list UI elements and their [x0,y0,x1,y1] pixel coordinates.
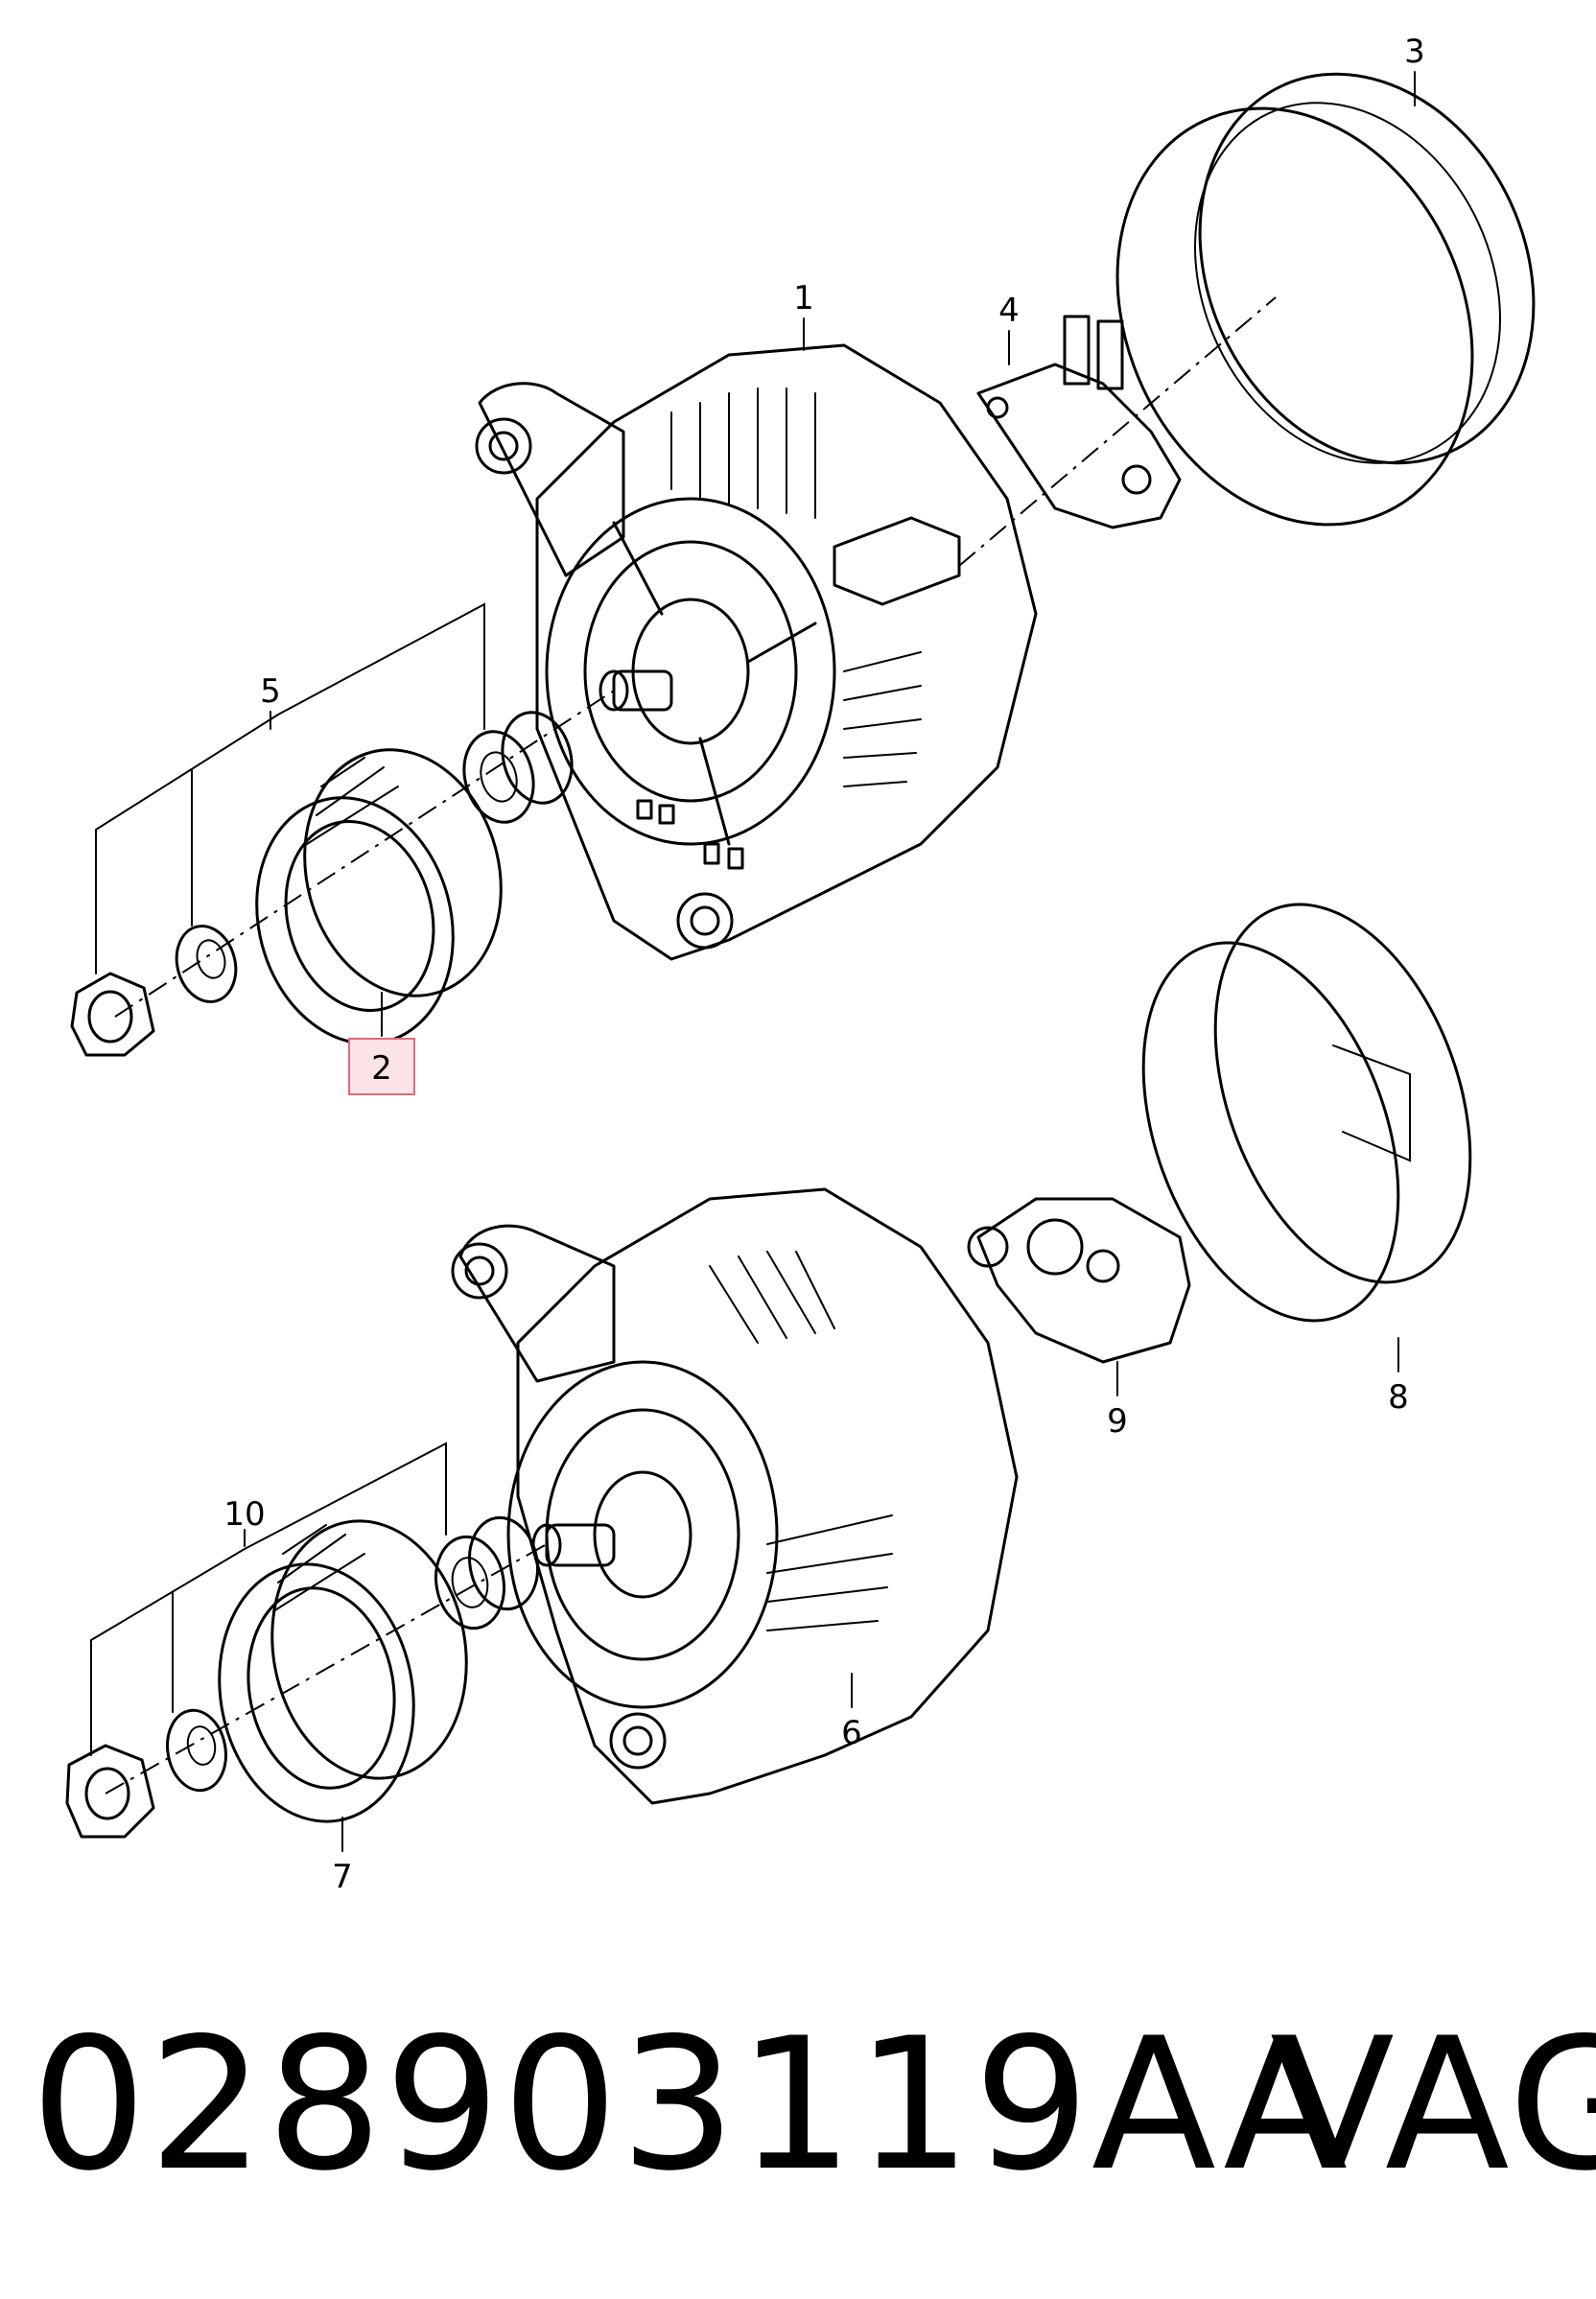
pulley-bottom [218,1519,468,1823]
callout-9: 9 [1107,1361,1128,1441]
alternator-top [475,343,1038,961]
svg-text:10: 10 [223,1495,265,1534]
voltage-regulator-bottom [967,1197,1191,1364]
callout-10: 10 [223,1495,266,1547]
group-bracket-5 [95,602,485,974]
spacer-sleeve-bottom [434,1515,539,1630]
callout-5: 5 [260,672,281,730]
axis-line-top [114,690,615,1018]
voltage-regulator-top [976,315,1182,529]
callout-6: 6 [841,1673,862,1752]
axis-line-top-rear [958,296,1277,567]
nut-top [70,972,155,1057]
group-bracket-10 [90,1442,447,1756]
brand-name: VAG [1270,1999,1596,2211]
axis-line-bottom [105,1543,548,1795]
svg-text:9: 9 [1107,1402,1128,1441]
rear-cover-top [1115,72,1536,527]
pulley-top [255,748,503,1045]
callout-3: 3 [1404,33,1425,106]
svg-text:6: 6 [841,1714,862,1752]
washer-bottom [166,1708,227,1793]
callout-8: 8 [1388,1337,1409,1417]
part-number: 028903119AA [31,1999,1350,2211]
washer-top [175,925,238,1003]
svg-text:2: 2 [371,1049,392,1088]
svg-text:1: 1 [793,279,814,317]
callout-1: 1 [793,279,814,351]
spacer-sleeve-top [462,711,574,824]
svg-text:8: 8 [1388,1378,1409,1417]
svg-text:4: 4 [998,292,1020,330]
rear-cover-bottom [1141,903,1472,1323]
callout-4: 4 [998,292,1020,365]
nut-bottom [65,1744,155,1839]
svg-text:5: 5 [260,672,281,711]
alternator-bottom [451,1187,1019,1805]
svg-text:7: 7 [332,1858,353,1896]
callout-7: 7 [332,1817,353,1896]
part-number-footer: 028903119AA VAG [31,1990,1596,2220]
svg-text:3: 3 [1404,33,1425,71]
callout-2-highlighted: 2 [348,992,415,1095]
